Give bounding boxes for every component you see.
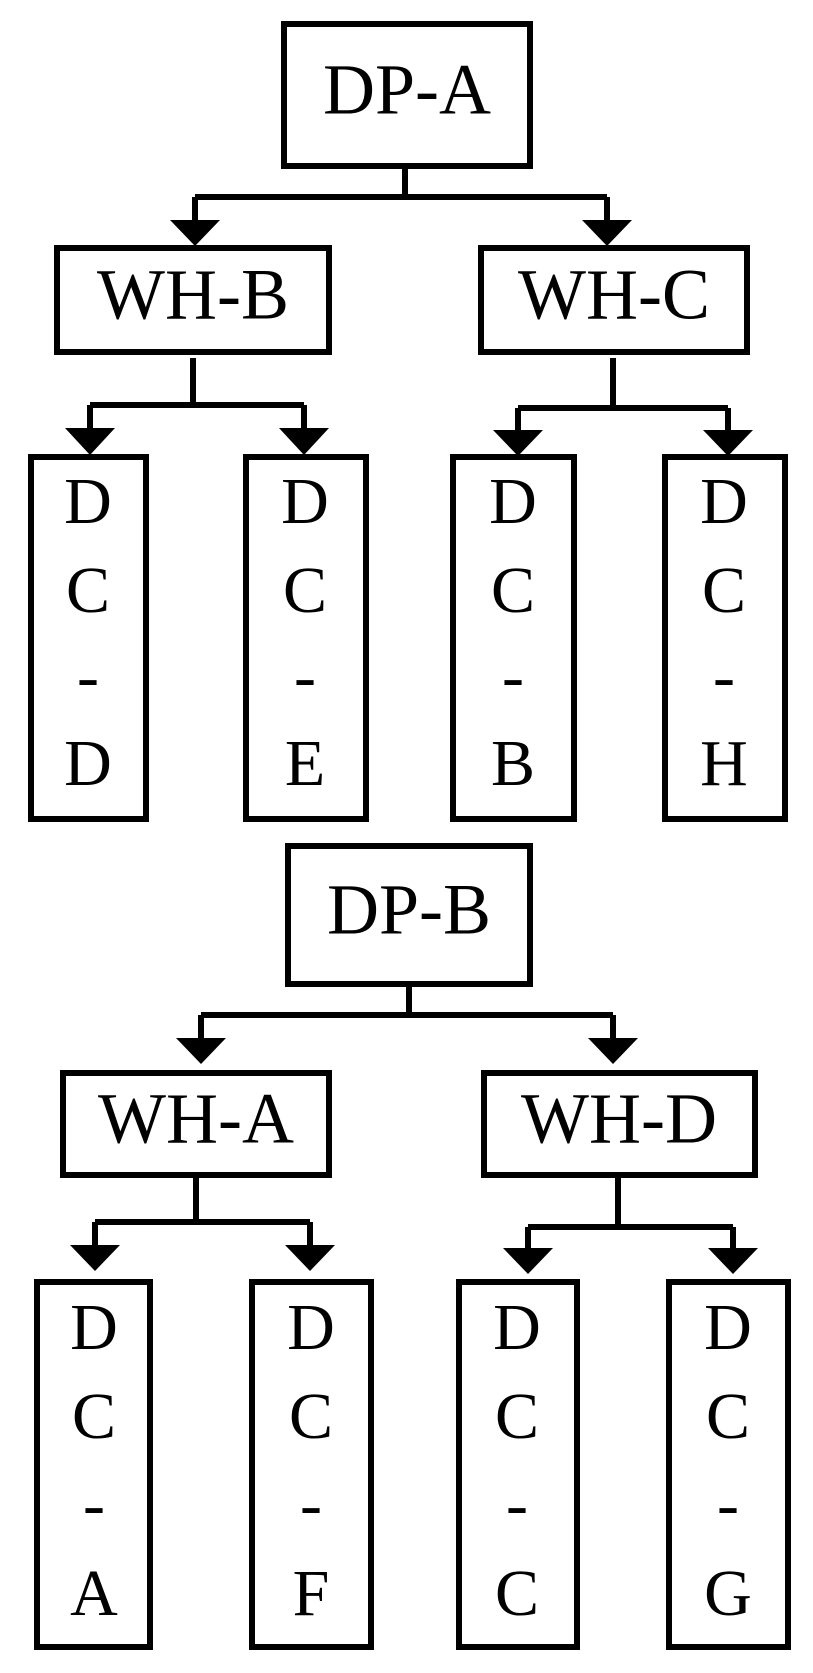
leaf-char: G [704,1557,752,1630]
arrowhead-wh-d-dc-c [503,1248,553,1274]
leaf-char: C [495,1557,539,1630]
leaf-dc-c: D C - C [456,1279,580,1650]
leaf-char: - [300,1468,322,1541]
node-wh-d: WH-D [481,1070,758,1178]
arrowhead-dp-b-wh-d [588,1038,638,1064]
leaf-char: D [489,465,537,538]
connector-wh-b-to-dc [87,358,307,428]
arrowhead-wh-b-dc-e [279,428,329,455]
connector-wh-c-to-dc [515,358,731,430]
arrowhead-dp-a-wh-b [170,220,220,246]
leaf-char: D [287,1291,335,1364]
node-label: WH-C [518,255,710,335]
leaf-dc-e: D C - E [243,454,369,822]
connector-wh-d-to-dc [525,1177,736,1248]
arrowhead-dp-b-wh-a [176,1038,226,1064]
leaf-char: C [283,554,327,627]
leaf-char: C [702,554,746,627]
node-label: DP-B [327,870,491,950]
leaf-char: E [285,727,325,800]
connectors-dp-b [70,985,758,1274]
arrowhead-wh-c-dc-h [703,430,753,456]
node-wh-a: WH-A [60,1070,332,1178]
leaf-dc-b: D C - B [450,454,577,822]
node-label: WH-B [97,255,289,335]
leaf-char: - [77,640,99,713]
arrowhead-wh-b-dc-d [65,428,115,455]
leaf-char: - [506,1468,528,1541]
leaf-char: - [717,1468,739,1541]
node-dp-b: DP-B [285,843,533,987]
node-label: DP-A [323,50,491,130]
leaf-char: H [700,727,748,800]
leaf-char: A [70,1557,118,1630]
leaf-dc-g: D C - G [666,1279,791,1650]
arrowhead-wh-a-dc-a [70,1245,120,1271]
node-label: WH-A [98,1079,294,1159]
tree-dp-a: DP-A WH-B WH-C D C - D D C - E D [28,21,788,822]
arrowhead-wh-d-dc-g [708,1248,758,1274]
leaf-char: - [713,640,735,713]
arrowhead-dp-a-wh-c [582,220,632,246]
node-wh-c: WH-C [478,245,750,355]
leaf-char: C [72,1380,116,1453]
leaf-char: C [495,1380,539,1453]
leaf-char: C [491,554,535,627]
connector-dp-a-to-wh [192,167,610,220]
leaf-char: - [294,640,316,713]
leaf-char: B [491,727,535,800]
tree-dp-b: DP-B WH-A WH-D D C - A D C - F D C [34,843,791,1650]
arrowhead-wh-a-dc-f [285,1245,335,1271]
connectors-dp-a [65,167,753,456]
leaf-char: D [493,1291,541,1364]
leaf-char: F [293,1557,330,1630]
leaf-char: D [281,465,329,538]
leaf-char: - [502,640,524,713]
leaf-char: C [706,1380,750,1453]
leaf-dc-d: D C - D [28,454,149,822]
node-label: WH-D [521,1079,717,1159]
node-dp-a: DP-A [281,21,533,169]
leaf-char: D [70,1291,118,1364]
arrowhead-wh-c-dc-b [493,430,543,456]
leaf-dc-h: D C - H [662,454,788,822]
leaf-char: - [83,1468,105,1541]
leaf-dc-f: D C - F [249,1279,374,1650]
connector-wh-a-to-dc [92,1177,313,1245]
leaf-char: C [66,554,110,627]
leaf-char: D [64,727,112,800]
connector-dp-b-to-wh [198,985,616,1038]
leaf-char: D [700,465,748,538]
leaf-char: C [289,1380,333,1453]
leaf-char: D [704,1291,752,1364]
leaf-dc-a: D C - A [34,1279,153,1650]
node-wh-b: WH-B [54,245,332,355]
leaf-char: D [64,465,112,538]
